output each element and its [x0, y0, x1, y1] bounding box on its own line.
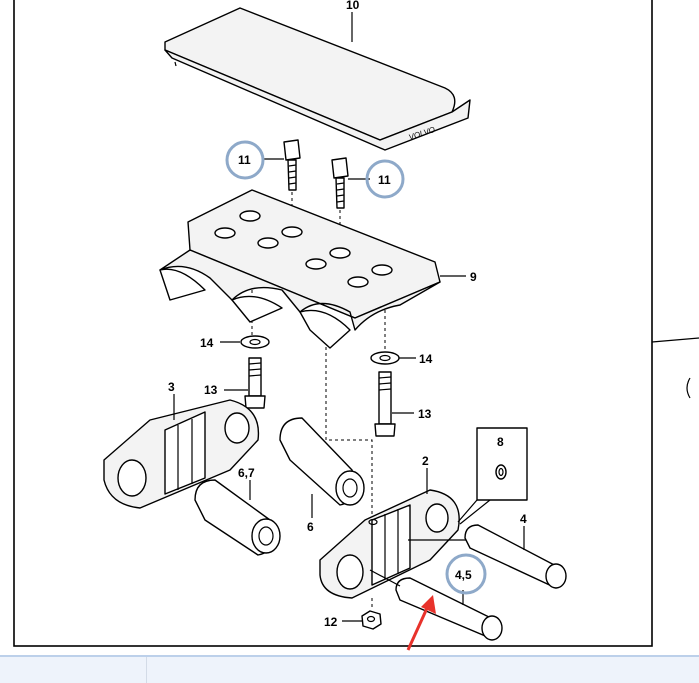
- callout-9: 9: [470, 270, 477, 284]
- callout-6-7: 6,7: [238, 466, 255, 480]
- callout-11-left: 11: [238, 153, 251, 167]
- part-6-bushing-lower: [194, 479, 281, 556]
- part-13-bolt-right: [374, 371, 396, 437]
- red-annotation-arrow: [406, 595, 436, 651]
- highlight-circle-11-right: [365, 159, 405, 199]
- part-8-seal-detail: [457, 427, 528, 525]
- part-4-pin: [464, 524, 567, 589]
- callout-2: 2: [422, 454, 429, 468]
- callout-14-left: 14: [200, 336, 214, 350]
- part-3-link-left: [103, 399, 260, 509]
- part-13-bolt-left: [244, 357, 266, 409]
- callout-3: 3: [168, 380, 175, 394]
- status-bar-divider: [146, 657, 147, 683]
- part-14-washer-left: [240, 335, 270, 349]
- part-4-5-pin-lower: [395, 577, 503, 641]
- callout-14-right: 14: [419, 352, 433, 366]
- part-2-link-right: [319, 489, 460, 599]
- part-11-bolt-right: [331, 157, 349, 209]
- adjacent-panel-fragment: [686, 377, 691, 399]
- callout-11-right: 11: [378, 173, 391, 187]
- callout-13-right: 13: [418, 407, 432, 421]
- part-11-bolt-left: [283, 139, 301, 191]
- adjacent-panel-edge: [651, 337, 699, 343]
- callout-4-5: 4,5: [455, 568, 472, 582]
- highlight-circle-11-left: [225, 140, 265, 180]
- part-10-pad-cover: VOLVO: [164, 7, 471, 151]
- callout-13-left: 13: [204, 383, 218, 397]
- callout-10: 10: [346, 0, 360, 12]
- part-14-washer-right: [370, 351, 400, 365]
- callout-8: 8: [497, 435, 504, 449]
- part-6-bushing-upper: [279, 417, 365, 506]
- part-12-nut: [361, 610, 382, 630]
- callout-6: 6: [307, 520, 314, 534]
- viewer-status-bar: [0, 655, 699, 683]
- part-9-track-shoe: [159, 189, 441, 349]
- diagram-border: [13, 0, 653, 647]
- callout-12: 12: [324, 615, 338, 629]
- highlight-circle-4-5: [445, 553, 487, 595]
- callout-4: 4: [520, 512, 527, 526]
